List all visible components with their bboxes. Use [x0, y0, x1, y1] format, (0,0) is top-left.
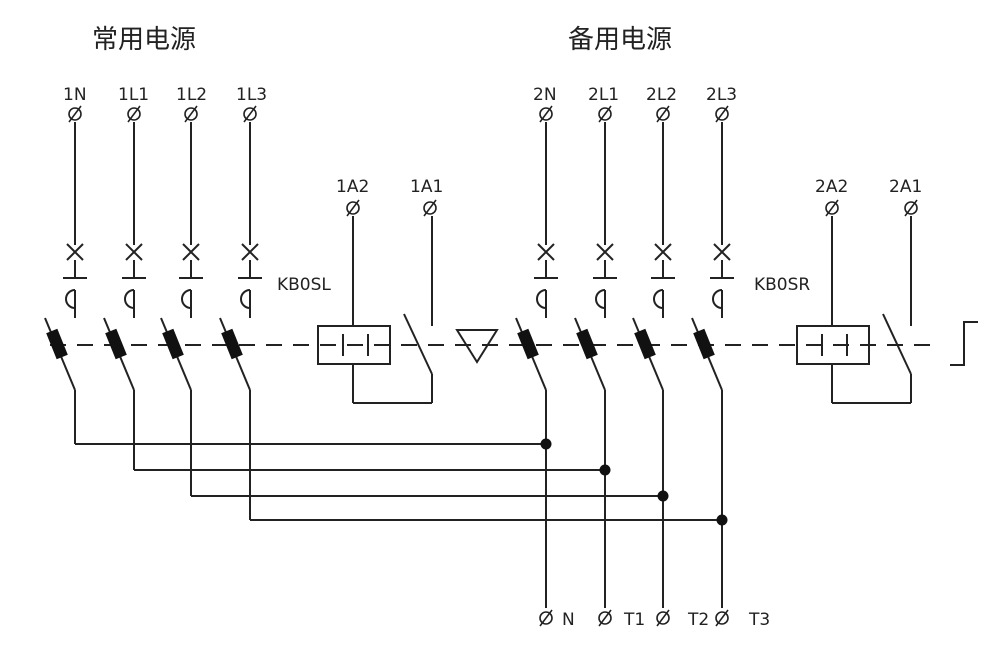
pole-2l3-actuator-block: [693, 328, 715, 360]
pole-1l1-actuator-block: [105, 328, 127, 360]
terminal-label-1a1: 1A1: [410, 177, 443, 197]
interlock-triangle: [455, 329, 499, 364]
output-terminal-n: [539, 611, 553, 625]
backup-source-title: 备用电源: [568, 25, 672, 55]
terminal-1a2-slash: [346, 199, 360, 217]
terminal-label-2l2: 2L2: [646, 85, 677, 105]
normal-source-title: 常用电源: [92, 25, 196, 55]
pole-1l2-trip-arc: [181, 289, 192, 309]
pole-2l2-x-mark-b: [654, 243, 672, 261]
pole-2n-terminal: [539, 107, 553, 121]
pole-2l1-x-mark-b: [596, 243, 614, 261]
pole-1n-terminal-slash: [68, 105, 82, 123]
output-terminal-t3: [715, 611, 729, 625]
pole-2l2-junction-dot: [657, 490, 669, 502]
terminal-label-t1: T1: [623, 610, 645, 630]
pole-1n-trip-arc: [65, 289, 76, 309]
pole-2n-terminal-slash: [539, 105, 553, 123]
terminal-1a1: [423, 201, 437, 215]
pole-1l2-actuator-block: [162, 328, 184, 360]
end-bracket-symbol: [950, 321, 978, 366]
pole-2l1-trip-arc: [595, 289, 606, 309]
terminal-label-2l1: 2L1: [588, 85, 619, 105]
pole-1l2-x-mark-b: [182, 243, 200, 261]
terminal-label-1n: 1N: [63, 85, 87, 105]
pole-1l3-terminal: [243, 107, 257, 121]
pole-2l2-trip-arc: [653, 289, 664, 309]
pole-2l1-actuator-block: [576, 328, 598, 360]
pole-2l2-actuator-block: [634, 328, 656, 360]
terminal-label-1l3: 1L3: [236, 85, 267, 105]
pole-2l3-trip-arc: [712, 289, 723, 309]
pole-1n-actuator-block: [46, 328, 68, 360]
pole-1l1-terminal-slash: [127, 105, 141, 123]
pole-1l2-terminal: [184, 107, 198, 121]
pole-1l3-terminal-slash: [243, 105, 257, 123]
pole-2n-x-mark-b: [537, 243, 555, 261]
terminal-label-1a2: 1A2: [336, 177, 369, 197]
terminal-1a1-slash: [423, 199, 437, 217]
pole-1l3-actuator-block: [221, 328, 243, 360]
output-terminal-t2-slash: [656, 609, 670, 627]
pole-1n-x-mark-b: [66, 243, 84, 261]
pole-2l1-terminal-slash: [598, 105, 612, 123]
terminal-label-t3: T3: [748, 610, 770, 630]
pole-2l3-junction-dot: [716, 514, 728, 526]
terminal-2a1-slash: [904, 199, 918, 217]
terminal-label-1l1: 1L1: [118, 85, 149, 105]
terminal-label-2l3: 2L3: [706, 85, 737, 105]
terminal-1a2: [346, 201, 360, 215]
output-terminal-t1: [598, 611, 612, 625]
terminal-label-2n: 2N: [533, 85, 557, 105]
terminal-label-1l2: 1L2: [176, 85, 207, 105]
pole-2l2-terminal-slash: [656, 105, 670, 123]
pole-2n-trip-arc: [536, 289, 547, 309]
pole-1l1-terminal: [127, 107, 141, 121]
terminal-label-2a2: 2A2: [815, 177, 848, 197]
pole-2l1-terminal: [598, 107, 612, 121]
pole-2n-actuator-block: [517, 328, 539, 360]
pole-2l1-junction-dot: [599, 464, 611, 476]
output-terminal-t1-slash: [598, 609, 612, 627]
pole-1l3-x-mark-b: [241, 243, 259, 261]
pole-1l2-terminal-slash: [184, 105, 198, 123]
output-terminal-n-slash: [539, 609, 553, 627]
aux-left-contact-blade: [403, 313, 433, 375]
pole-2n-junction-dot: [540, 438, 552, 450]
switch-label-kb0sr: KB0SR: [754, 275, 810, 295]
terminal-label-2a1: 2A1: [889, 177, 922, 197]
pole-1l1-trip-arc: [124, 289, 135, 309]
pole-1l1-x-mark-b: [125, 243, 143, 261]
pole-2l3-x-mark-b: [713, 243, 731, 261]
pole-2l2-terminal: [656, 107, 670, 121]
terminal-label-t2: T2: [687, 610, 709, 630]
output-terminal-t3-slash: [715, 609, 729, 627]
terminal-label-n: N: [562, 610, 575, 630]
pole-1l3-trip-arc: [240, 289, 251, 309]
terminal-2a2: [825, 201, 839, 215]
output-terminal-t2: [656, 611, 670, 625]
terminal-2a2-slash: [825, 199, 839, 217]
pole-2l3-terminal-slash: [715, 105, 729, 123]
pole-2l3-terminal: [715, 107, 729, 121]
aux-right-contact-blade: [882, 313, 912, 375]
pole-1n-terminal: [68, 107, 82, 121]
switch-label-kb0sl: KB0SL: [277, 275, 331, 295]
schematic-lines: [44, 105, 978, 627]
terminal-2a1: [904, 201, 918, 215]
